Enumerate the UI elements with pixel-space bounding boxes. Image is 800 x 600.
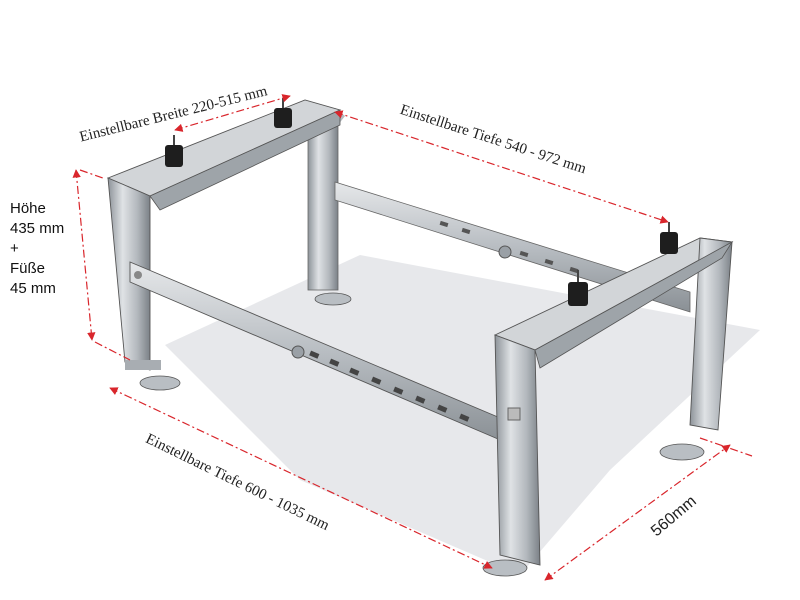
height-label: Höhe xyxy=(10,200,46,217)
height-info-block: Höhe 435 mm + Füße 45 mm xyxy=(10,199,64,299)
height-plus: + xyxy=(10,240,19,257)
front-right-frame xyxy=(493,237,734,566)
dim-hoehe xyxy=(72,169,96,341)
feet-value: 45 mm xyxy=(10,280,56,297)
dimension-lines xyxy=(72,94,753,581)
feet-label: Füße xyxy=(10,260,46,277)
front-left-frame xyxy=(106,99,342,371)
dim-width-side xyxy=(544,444,731,581)
dim-breite xyxy=(174,94,291,132)
dim-tiefe-front xyxy=(109,387,493,569)
dim-tiefe-back xyxy=(334,110,669,224)
height-value: 435 mm xyxy=(10,220,65,237)
